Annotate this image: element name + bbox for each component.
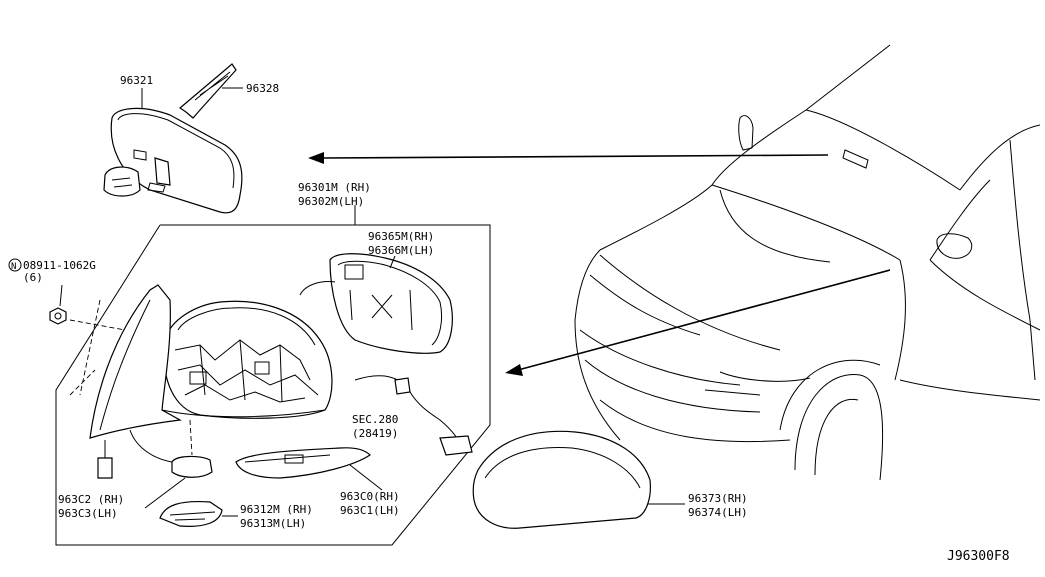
wire-harness [354, 375, 473, 456]
section-ref-28419: (28419) [352, 427, 398, 440]
mirror-base [69, 284, 326, 439]
part-number-96366M-lh: 96366M(LH) [368, 244, 434, 257]
reference-arrows [308, 152, 891, 376]
nut-prefix-symbol: N [11, 262, 16, 272]
part-number-96313M-lh: 96313M(LH) [240, 517, 306, 530]
nut-quantity: (6) [23, 271, 43, 284]
rearview-mirror [103, 107, 243, 214]
part-number-963C2-rh: 963C2 (RH) [58, 493, 124, 506]
part-number-96374-lh: 96374(LH) [688, 506, 748, 519]
diagram-id: J96300F8 [947, 549, 1010, 564]
part-number-96373-rh: 96373(RH) [688, 492, 748, 505]
part-number-96365M-rh: 96365M(RH) [368, 230, 434, 243]
part-number-08911-1062G: 08911-1062G [23, 259, 96, 272]
vehicle-outline [574, 44, 1041, 481]
mirror-glass [299, 253, 453, 354]
part-number-96301M-rh: 96301M (RH) [298, 181, 371, 194]
door-mirror-assembly-frame [55, 224, 491, 546]
nut-callout: N 08911-1062G (6) [8, 258, 96, 284]
part-number-96328: 96328 [246, 82, 279, 95]
puddle-lamp [97, 419, 213, 479]
part-number-96312M-rh: 96312M (RH) [240, 503, 313, 516]
mirror-cover-bracket [179, 63, 237, 119]
section-ref-sec280: SEC.280 [352, 413, 398, 426]
part-number-96321: 96321 [120, 74, 153, 87]
hex-nut [49, 284, 67, 325]
turn-signal-lamp [235, 447, 371, 479]
part-number-963C0-rh: 963C0(RH) [340, 490, 400, 503]
part-number-96302M-lh: 96302M(LH) [298, 195, 364, 208]
part-number-963C3-lh: 963C3(LH) [58, 507, 118, 520]
lower-cover [159, 500, 223, 527]
part-number-963C1-lh: 963C1(LH) [340, 504, 400, 517]
mirror-housing [163, 300, 333, 419]
mirror-cap [472, 430, 651, 529]
